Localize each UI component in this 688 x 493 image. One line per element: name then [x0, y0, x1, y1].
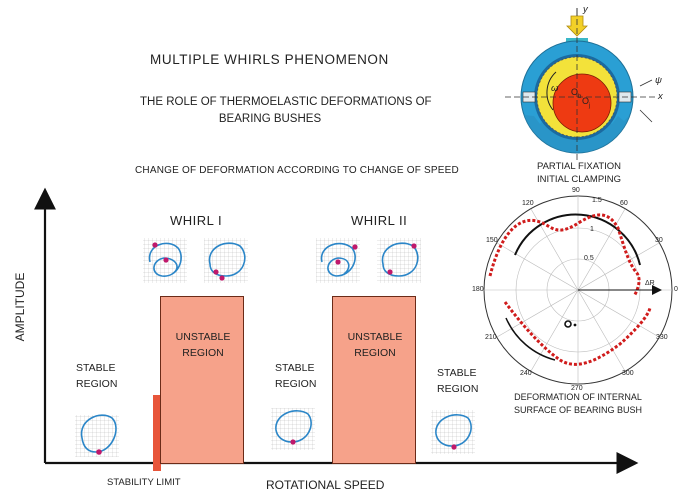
- polar-radius-1-5: 1.5: [592, 197, 602, 204]
- polar-angle-60: 60: [620, 200, 628, 207]
- polar-angle-0: 0: [674, 286, 678, 293]
- bearing-x-label: x: [658, 91, 663, 102]
- polar-angle-90: 90: [572, 187, 580, 194]
- stable-region-3-line-1: STABLE: [437, 367, 477, 379]
- bearing-ob-label: Ob: [571, 87, 582, 100]
- unstable-region-1-line-2: REGION: [182, 347, 224, 359]
- subtitle-line-2: BEARING BUSHES: [218, 113, 322, 125]
- stable-region-2-line-2: REGION: [275, 378, 317, 390]
- orbit-stable-2: [271, 408, 315, 450]
- bearing-psi-label: ψ: [655, 75, 662, 86]
- fixation-label-2: INITIAL CLAMPING: [536, 174, 622, 185]
- deformation-label-2: SURFACE OF BEARING BUSH: [513, 405, 643, 415]
- polar-angle-120: 120: [522, 200, 534, 207]
- orbit-whirl1-b: [204, 238, 248, 283]
- subtitle-line-1: THE ROLE OF THERMOELASTIC DEFORMATIONS O…: [140, 96, 432, 108]
- orbit-stable-3: [431, 410, 475, 454]
- stable-region-1-line-2: REGION: [76, 378, 118, 390]
- y-axis-label: AMPLITUDE: [13, 272, 27, 342]
- bearing-y-label: y: [583, 4, 588, 15]
- orbit-whirl2-a: [316, 238, 360, 283]
- polar-chart: [483, 195, 673, 385]
- orbit-whirl1-a: [143, 238, 187, 283]
- change-label: CHANGE OF DEFORMATION ACCORDING TO CHANG…: [135, 165, 459, 176]
- bearing-omega-label: ω: [551, 83, 559, 94]
- unstable-region-2: UNSTABLE REGION: [332, 296, 416, 464]
- polar-angle-210: 210: [485, 334, 497, 341]
- whirl-1-label: WHIRL I: [170, 213, 223, 228]
- polar-radius-0-5: 0.5: [584, 255, 594, 262]
- fixation-label-1: PARTIAL FIXATION: [536, 161, 622, 172]
- deformation-label-1: DEFORMATION OF INTERNAL: [514, 392, 642, 402]
- polar-angle-180: 180: [472, 286, 484, 293]
- whirl-2-label: WHIRL II: [351, 213, 408, 228]
- diagram-title: MULTIPLE WHIRLS PHENOMENON: [150, 52, 389, 67]
- polar-angle-330: 330: [656, 334, 668, 341]
- orbit-whirl2-b: [377, 238, 421, 283]
- polar-angle-300: 300: [622, 370, 634, 377]
- stable-region-2-line-1: STABLE: [275, 362, 315, 374]
- stable-region-1-line-1: STABLE: [76, 362, 116, 374]
- polar-angle-270: 270: [571, 385, 583, 392]
- unstable-region-1: UNSTABLE REGION: [160, 296, 244, 464]
- stability-limit-bar: [153, 395, 161, 471]
- polar-angle-30: 30: [655, 237, 663, 244]
- bearing-oj-label: Oj: [582, 96, 591, 109]
- bearing-illustration: [505, 8, 655, 160]
- stability-limit-label: STABILITY LIMIT: [107, 477, 181, 488]
- orbit-stable-1: [75, 414, 119, 457]
- polar-angle-150: 150: [486, 237, 498, 244]
- polar-angle-240: 240: [520, 370, 532, 377]
- x-axis-label: ROTATIONAL SPEED: [266, 478, 385, 492]
- polar-dr-label: ΔR: [645, 280, 655, 287]
- unstable-region-2-line-2: REGION: [354, 347, 396, 359]
- unstable-region-1-line-1: UNSTABLE: [175, 331, 231, 343]
- unstable-region-2-line-1: UNSTABLE: [347, 331, 403, 343]
- polar-radius-1: 1: [590, 226, 594, 233]
- stable-region-3-line-2: REGION: [437, 383, 479, 395]
